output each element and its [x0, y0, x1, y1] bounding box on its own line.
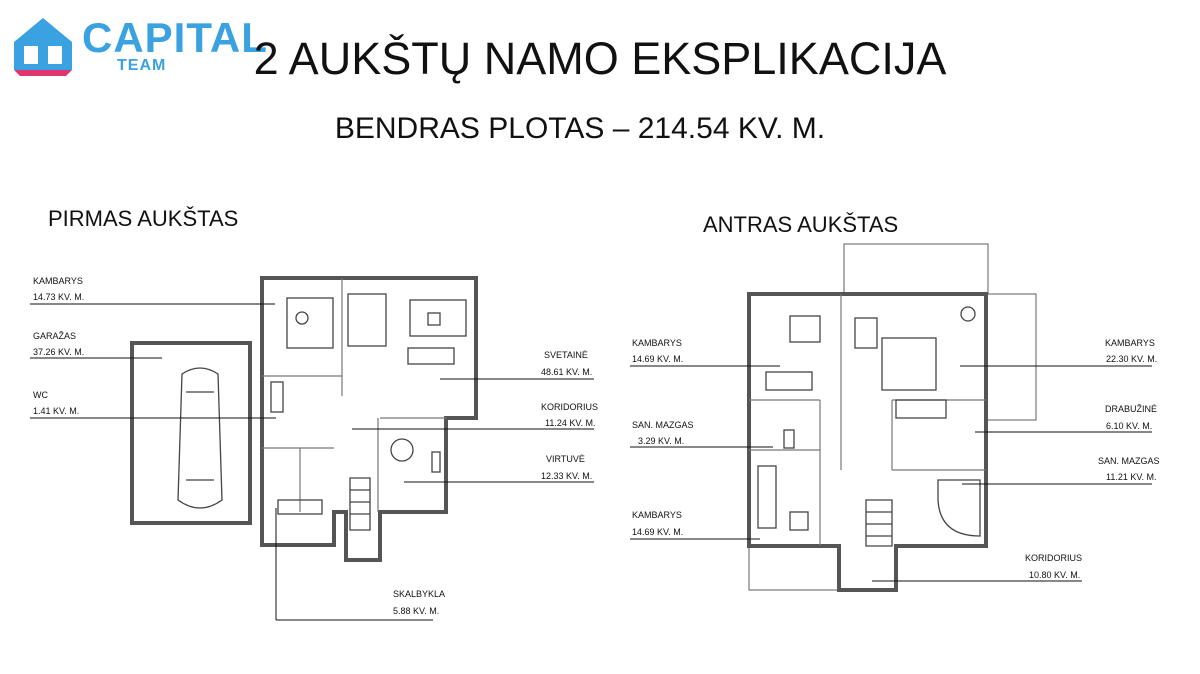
dining-table-icon: [347, 293, 387, 347]
balcony-top: [843, 243, 989, 295]
room-name: KAMBARYS: [632, 338, 682, 348]
room-name: SKALBYKLA: [393, 589, 445, 599]
room-name: KAMBARYS: [1105, 338, 1155, 348]
kitchen-table-icon: [390, 438, 414, 462]
counter-icon: [431, 451, 441, 473]
stairs-icon: [349, 477, 371, 531]
room-area: 37.26 KV. M.: [33, 347, 84, 357]
floor2-title: ANTRAS AUKŠTAS: [703, 212, 899, 237]
car-windshield: [186, 391, 214, 481]
room-area: 22.30 KV. M.: [1106, 354, 1157, 364]
room-name: VIRTUVĖ: [546, 454, 585, 464]
floor1-plan: [130, 276, 478, 620]
floor1-interior-walls: [262, 278, 446, 512]
pillow-icon: [295, 311, 309, 325]
logo-sub-text: TEAM: [117, 57, 167, 74]
floor1-labels: KAMBARYS 14.73 KV. M. GARAŽAS 37.26 KV. …: [30, 276, 598, 621]
room-name: SVETAINĖ: [544, 350, 588, 360]
floor2-interior-walls: [749, 294, 986, 546]
floor1-title: PIRMAS AUKŠTAS: [48, 206, 239, 231]
toilet-icon: [783, 429, 795, 449]
sofa-icon: [409, 299, 467, 337]
armchair-icon: [854, 317, 878, 349]
room-name: KAMBARYS: [632, 510, 682, 520]
room-name: KAMBARYS: [33, 276, 83, 286]
room-name: GARAŽAS: [33, 331, 76, 341]
sofa-icon: [757, 465, 777, 529]
floor2-outline: [747, 292, 988, 592]
room-name: KORIDORIUS: [541, 402, 598, 412]
wardrobe-icon: [895, 399, 947, 419]
room-area: 1.41 KV. M.: [33, 406, 79, 416]
page-title: 2 AUKŠTŲ NAMO EKSPLIKACIJA: [253, 33, 947, 84]
sofa-icon: [765, 371, 813, 391]
bed-icon: [881, 337, 937, 391]
armchair-icon: [789, 511, 809, 531]
page-subtitle: BENDRAS PLOTAS – 214.54 KV. M.: [334, 112, 826, 145]
stairs-icon: [865, 499, 893, 547]
balcony-bottom: [748, 545, 840, 591]
floor2-plan: [747, 243, 1037, 592]
room-name: WC: [33, 390, 48, 400]
toilet-icon: [270, 381, 284, 413]
room-area: 12.33 KV. M.: [541, 471, 592, 481]
room-area: 11.21 KV. M.: [1106, 472, 1157, 482]
room-area: 14.69 KV. M.: [632, 527, 683, 537]
floor1-outline: [260, 276, 478, 562]
room-name: SAN. MAZGAS: [632, 420, 694, 430]
room-area: 3.29 KV. M.: [638, 436, 684, 446]
coffee-table-icon: [427, 312, 441, 326]
car-icon: [177, 367, 223, 509]
room-area: 14.69 KV. M.: [632, 354, 683, 364]
room-area: 11.24 KV. M.: [545, 418, 596, 428]
room-name: SAN. MAZGAS: [1098, 456, 1160, 466]
desk-icon: [789, 315, 821, 343]
logo: CAPITAL TEAM: [10, 12, 270, 78]
plant-icon: [960, 306, 976, 322]
room-name: DRABUŽINĖ: [1105, 404, 1157, 414]
room-area: 14.73 KV. M.: [33, 292, 84, 302]
garage-walls: [130, 341, 252, 525]
room-name: KORIDORIUS: [1025, 553, 1082, 563]
room-area: 5.88 KV. M.: [393, 606, 439, 616]
bathtub-icon: [937, 479, 981, 537]
sofa-icon: [407, 347, 455, 365]
balcony-right: [985, 293, 1037, 421]
room-area: 48.61 KV. M.: [541, 367, 592, 377]
room-area: 10.80 KV. M.: [1029, 570, 1080, 580]
washing-machine-icon: [277, 499, 323, 515]
logo-brand-text: CAPITAL: [82, 14, 268, 61]
room-area: 6.10 KV. M.: [1106, 421, 1152, 431]
bed-icon: [286, 297, 334, 349]
floor2-labels: KAMBARYS 14.69 KV. M. SAN. MAZGAS 3.29 K…: [630, 338, 1160, 582]
house-logo-icon: [14, 18, 72, 76]
